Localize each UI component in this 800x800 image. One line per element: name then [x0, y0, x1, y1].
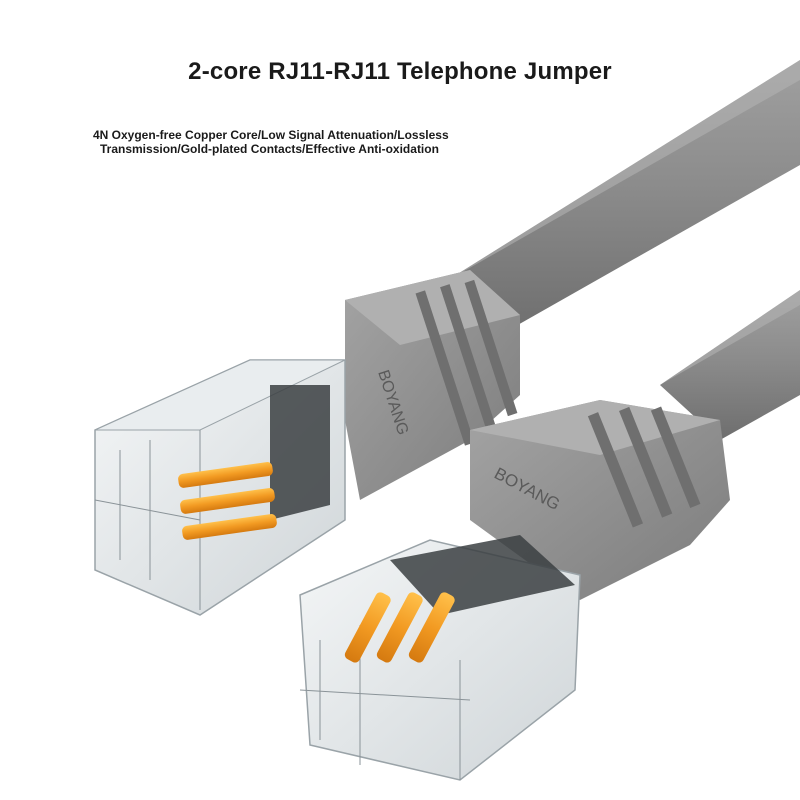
upper-connector-plug [94, 359, 346, 616]
page-title: 2-core RJ11-RJ11 Telephone Jumper [188, 58, 612, 85]
feature-line-2: Transmission/Gold-plated Contacts/Effect… [100, 142, 439, 156]
lower-connector-plug [299, 535, 581, 781]
upper-connector-boot: BOYANG [345, 270, 520, 500]
feature-line-1: 4N Oxygen-free Copper Core/Low Signal At… [93, 128, 449, 142]
lower-gold-contacts [344, 592, 455, 663]
upper-gold-contacts [178, 462, 277, 540]
lower-cable [660, 290, 800, 440]
upper-cable [440, 60, 800, 335]
